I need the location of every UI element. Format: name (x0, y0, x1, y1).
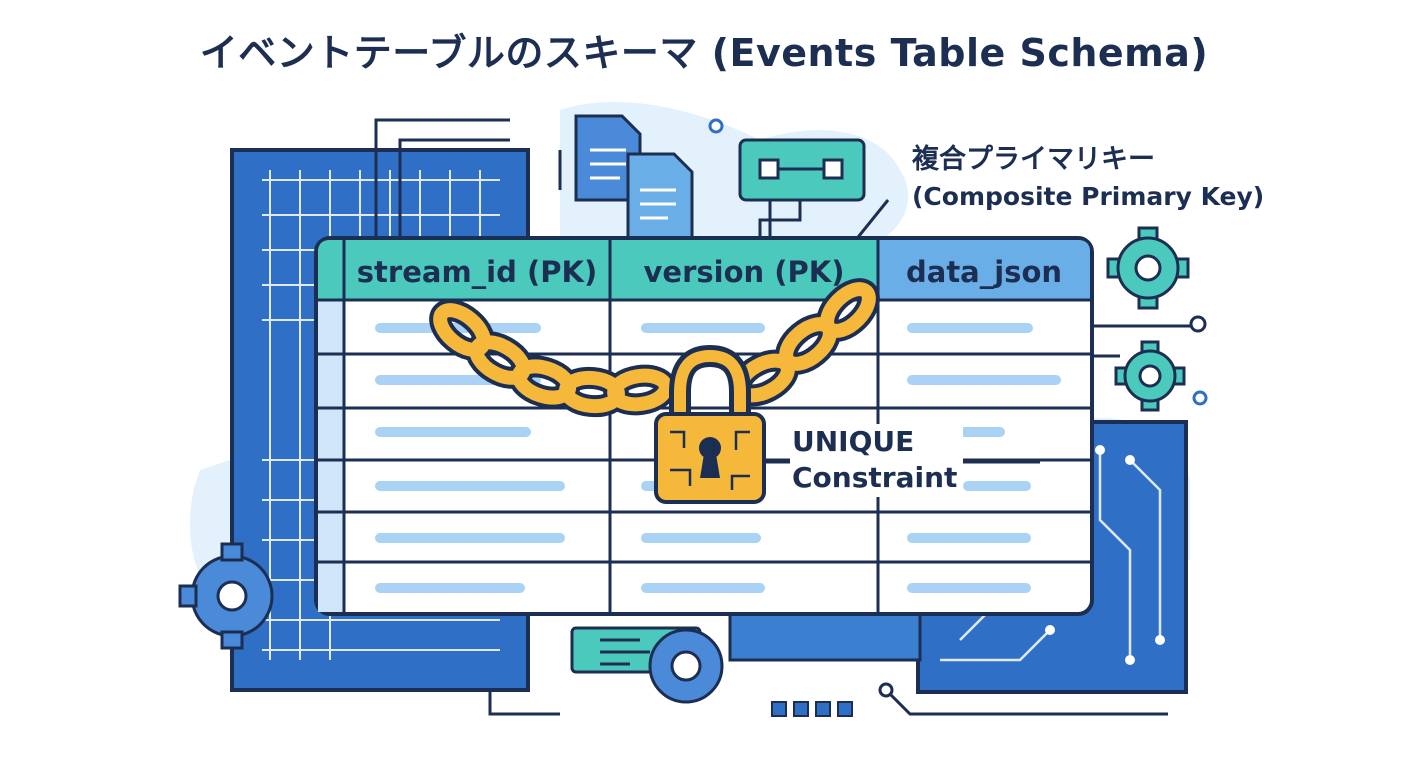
unique-constraint-line2: Constraint (792, 461, 958, 495)
column-header-data-json: data_json (905, 255, 1063, 289)
composite-key-label-jp: 複合プライマリキー (912, 144, 1155, 175)
column-header-stream-id: stream_id (PK) (356, 255, 598, 289)
connector-lines (488, 682, 1168, 716)
connector-lines (1094, 315, 1208, 406)
padlock-icon (654, 344, 766, 504)
gear-icon (178, 542, 274, 650)
composite-key-label: 複合プライマリキー (Composite Primary Key) (912, 140, 1264, 215)
document-icon (574, 114, 642, 202)
gear-icon (648, 628, 724, 704)
status-dots (771, 701, 853, 717)
unique-constraint-label: UNIQUE Constraint (790, 424, 964, 497)
column-header-version: version (PK) (643, 255, 845, 289)
document-icon (626, 152, 694, 240)
gear-icon (1106, 226, 1190, 310)
page-title: イベントテーブルのスキーマ (Events Table Schema) (199, 31, 1209, 75)
gear-icon (1114, 340, 1186, 412)
key-link-icon (738, 138, 866, 236)
connector-lines (374, 118, 724, 236)
composite-key-label-en: (Composite Primary Key) (912, 182, 1265, 212)
unique-constraint-line1: UNIQUE (792, 425, 915, 458)
